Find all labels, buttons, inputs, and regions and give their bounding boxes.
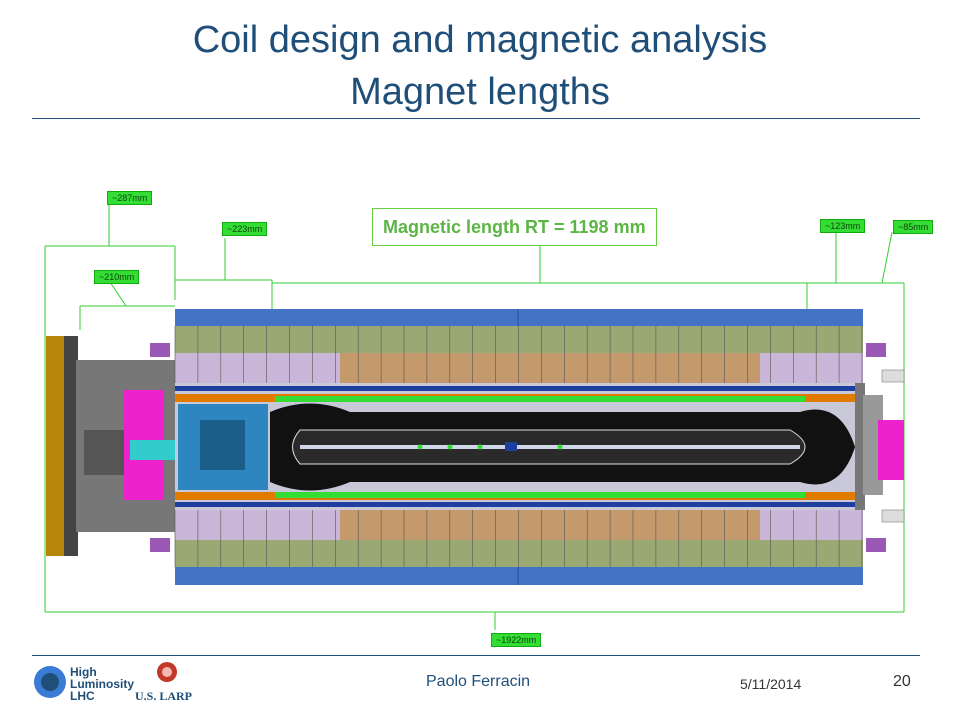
hilumi-logo-text-3: LHC [70, 689, 95, 703]
page-number: 20 [893, 673, 911, 690]
right-end-plate [878, 420, 904, 480]
footer-divider [32, 655, 920, 656]
magnetic-length-label: Magnetic length RT = 1198 mm [372, 208, 657, 246]
footer-date: 5/11/2014 [740, 676, 802, 692]
hilumi-logo-text-2: Luminosity [70, 677, 135, 691]
slide-subtitle: Magnet lengths [350, 71, 610, 113]
slide-title: Coil design and magnetic analysis [192, 19, 768, 61]
title-divider [32, 118, 920, 119]
dimension-1922mm: ~1922mm [491, 633, 542, 647]
dimension-123mm: ~123mm [820, 219, 866, 233]
dimension-85mm: ~85mm [893, 220, 934, 234]
dimension-210mm: ~210mm [94, 270, 140, 284]
footer-author: Paolo Ferracin [426, 673, 531, 690]
bottom-yoke [175, 540, 863, 567]
hilumi-logo-text-1: High [70, 665, 97, 679]
dimension-287mm: ~287mm [107, 191, 153, 205]
dimension-223mm: ~223mm [222, 222, 268, 236]
top-shell [175, 309, 863, 326]
yoke-segments [174, 326, 863, 567]
bottom-shell [175, 567, 863, 585]
top-yoke [175, 326, 863, 353]
larp-logo-text: U.S. LARP [135, 689, 193, 703]
